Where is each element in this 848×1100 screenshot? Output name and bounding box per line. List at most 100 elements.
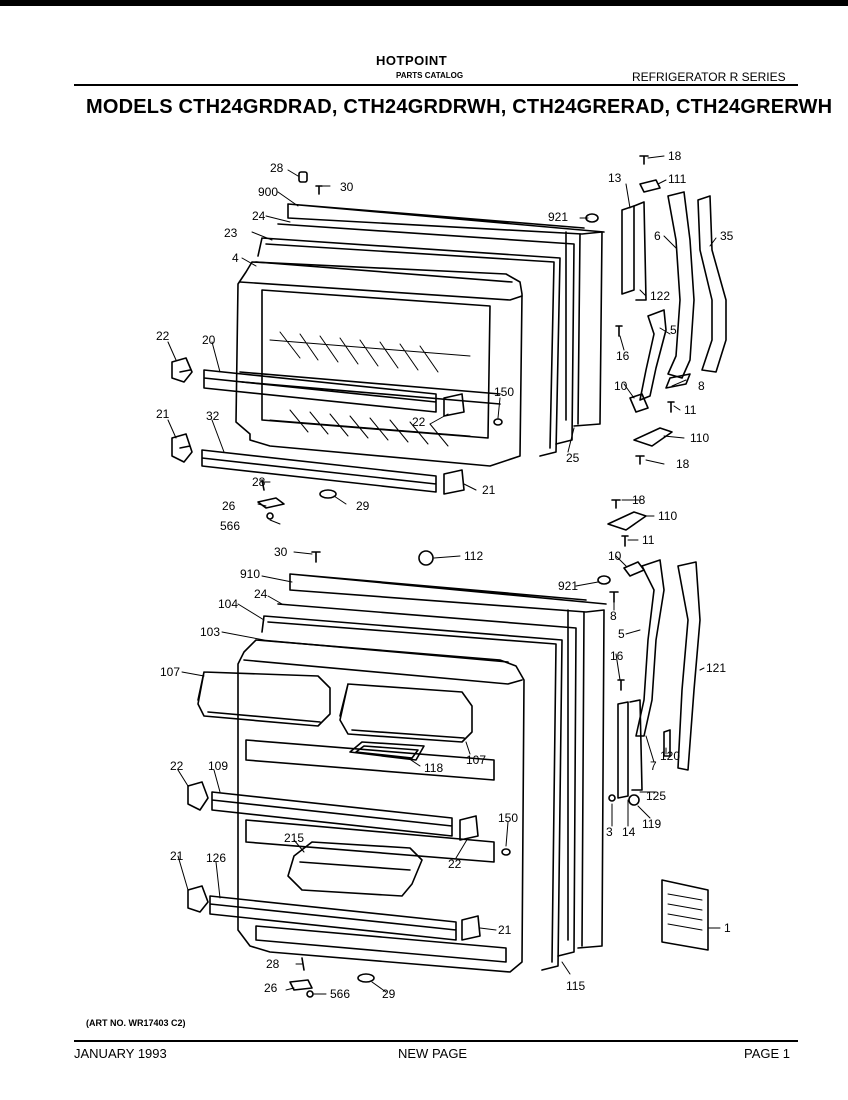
label-l-14: 14 <box>622 825 636 839</box>
part-29-lower <box>357 973 375 983</box>
label-u-28b: 28 <box>252 475 266 489</box>
handle-6 <box>667 191 695 379</box>
label-u-32: 32 <box>206 409 220 423</box>
lower-outer-door <box>289 573 607 949</box>
brand-title: HOTPOINT <box>376 53 448 68</box>
screw-18-upper <box>635 455 645 465</box>
liner-hatching-upper <box>269 331 471 373</box>
label-l-3: 3 <box>606 825 613 839</box>
label-l-215: 215 <box>284 831 304 845</box>
label-l-7: 7 <box>650 759 657 773</box>
label-l-125: 125 <box>646 789 666 803</box>
freezer-door-gasket <box>257 237 561 457</box>
label-u-22b: 22 <box>412 415 426 429</box>
label-l-10: 10 <box>608 549 622 563</box>
part-120 <box>663 729 671 757</box>
label-u-23: 23 <box>224 226 238 240</box>
lower-shelf-3 <box>255 925 507 963</box>
label-l-22b: 22 <box>448 857 462 871</box>
bracket-21-left <box>171 433 193 463</box>
lower-liner-lip <box>243 639 523 685</box>
bracket-110-lower <box>607 511 647 531</box>
label-u-8: 8 <box>698 379 705 393</box>
label-l-28: 28 <box>266 957 280 971</box>
screw-30 <box>315 185 323 195</box>
door-bar-32 <box>201 449 437 493</box>
part-28-cap <box>298 171 308 183</box>
art-number: (ART NO. WR17403 C2) <box>86 1018 186 1028</box>
label-u-150: 150 <box>494 385 514 399</box>
door-bar-126 <box>209 895 457 941</box>
part-119 <box>628 794 640 806</box>
label-l-103: 103 <box>200 625 220 639</box>
label-l-119: 119 <box>642 817 661 831</box>
label-l-566: 566 <box>330 987 350 1001</box>
label-l-30: 30 <box>274 545 288 559</box>
bin-215 <box>287 841 423 897</box>
freezer-outer-door <box>287 203 605 427</box>
footer-rule <box>74 1040 798 1042</box>
upper-hinge-parts <box>615 155 727 465</box>
footer-note: NEW PAGE <box>398 1046 468 1061</box>
fresh-food-door-assembly <box>187 550 611 998</box>
label-l-21a: 21 <box>170 849 184 863</box>
label-u-11: 11 <box>684 403 697 417</box>
label-u-22a: 22 <box>156 329 170 343</box>
handle-35 <box>697 195 727 373</box>
label-l-110: 110 <box>658 509 677 523</box>
freezer-inner-liner <box>235 261 523 467</box>
label-u-21a: 21 <box>156 407 170 421</box>
label-u-30: 30 <box>340 180 354 194</box>
catalog-subtitle: PARTS CATALOG <box>396 71 464 80</box>
liner-top-lip <box>239 261 523 301</box>
label-u-122: 122 <box>650 289 670 303</box>
door-bar-109 <box>211 791 453 837</box>
part-10-lower <box>623 561 645 577</box>
label-l-126: 126 <box>206 851 226 865</box>
label-u-28: 28 <box>270 161 284 175</box>
screw-8-lower <box>609 591 619 603</box>
label-u-29: 29 <box>356 499 370 513</box>
footer-page: PAGE 1 <box>744 1046 791 1061</box>
liner-inner-cavity <box>261 289 491 439</box>
lower-gasket-outer <box>277 603 577 957</box>
bracket-22-left <box>171 357 193 383</box>
manual-1-text <box>667 893 703 931</box>
label-l-120: 120 <box>660 749 680 763</box>
bracket-22-lower-right <box>459 815 479 841</box>
lower-gasket <box>261 615 563 971</box>
screw-30-lower <box>311 551 321 563</box>
liner-shelf-ridge <box>239 371 501 405</box>
label-l-1: 1 <box>724 921 731 935</box>
freezer-door-assembly <box>171 171 605 520</box>
label-l-109: 109 <box>208 759 228 773</box>
screw-18-top <box>639 155 649 165</box>
label-l-121: 121 <box>706 661 726 675</box>
screw-16-lower <box>617 679 625 691</box>
part-26-plate <box>257 497 285 509</box>
screw-566 <box>266 512 274 520</box>
label-u-35: 35 <box>720 229 734 243</box>
bracket-22-lower-left <box>187 781 209 811</box>
label-u-21b: 21 <box>482 483 496 497</box>
label-l-24: 24 <box>254 587 268 601</box>
label-l-22a: 22 <box>170 759 184 773</box>
trim-13 <box>621 205 635 295</box>
label-u-24: 24 <box>252 209 266 223</box>
bracket-110-upper <box>633 427 673 447</box>
screw-566-lower <box>306 990 314 998</box>
part-3 <box>608 794 616 802</box>
trim-125 <box>629 699 643 791</box>
bracket-21-right <box>443 469 465 495</box>
label-l-11: 11 <box>642 533 655 547</box>
label-l-16: 16 <box>610 649 624 663</box>
label-l-115: 115 <box>566 979 585 993</box>
label-l-8: 8 <box>610 609 617 623</box>
label-u-566: 566 <box>220 519 240 533</box>
part-150-lower <box>501 848 511 856</box>
label-l-910: 910 <box>240 567 260 581</box>
liner-hatching-lower <box>269 409 471 447</box>
label-l-18: 18 <box>632 493 646 507</box>
part-10-upper <box>629 393 649 413</box>
